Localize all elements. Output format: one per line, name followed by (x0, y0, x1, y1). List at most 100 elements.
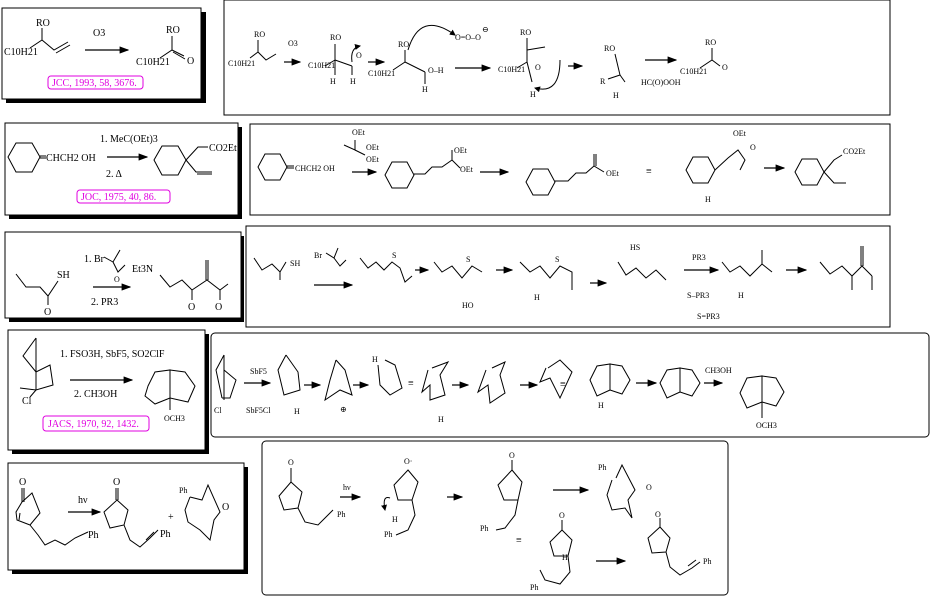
electron-push-arrow (534, 59, 561, 93)
label: O (44, 307, 51, 318)
bond-line (18, 512, 21, 521)
citation-frame (76, 189, 171, 204)
label: S (466, 255, 470, 264)
citation: JCC, 1993, 58, 3676. (52, 78, 137, 89)
label: RO (705, 38, 716, 47)
bond-line (112, 261, 126, 273)
label: Ph (598, 463, 606, 472)
label: O (356, 51, 362, 60)
label: OEt (733, 129, 747, 138)
label: H (422, 85, 428, 94)
label: O (187, 56, 194, 67)
reagent-label: hν (78, 495, 88, 506)
equivalence-symbol: ≡ (516, 535, 522, 546)
label: RO (36, 18, 50, 29)
reagent-label: CH3OH (705, 366, 732, 375)
bond-line (526, 46, 546, 51)
label: H (705, 195, 711, 204)
label: OEt (606, 169, 620, 178)
label: CHCH2 OH (46, 153, 96, 164)
label: SH (290, 259, 300, 268)
label: Ph (480, 524, 488, 533)
label: H (438, 415, 444, 424)
electron-push-arrow (381, 497, 391, 511)
label: H (562, 553, 568, 562)
label: H (372, 355, 378, 364)
label: H (530, 90, 536, 99)
label: C10H21 (498, 65, 525, 74)
bond-line (721, 261, 773, 277)
label: OEt (366, 155, 380, 164)
reagent-label: 2. CH3OH (74, 389, 117, 400)
label: H (350, 77, 356, 86)
label: C10H21 (228, 59, 255, 68)
label: Ph (160, 529, 171, 540)
label: O (19, 477, 26, 488)
bond-line (647, 526, 671, 554)
box-frame (4, 122, 239, 216)
label: HO (462, 301, 474, 310)
bond-line (451, 159, 461, 169)
ozonolysis-summary-box: RO C10H21 O3 RO C10H21 O JCC, 1993, 58, … (1, 7, 206, 103)
box-frame (249, 123, 891, 216)
label: O=O–O (455, 33, 481, 42)
label: Ph (179, 486, 187, 495)
bond-line (7, 142, 41, 173)
label: C10H21 (308, 61, 335, 70)
bond-line (29, 524, 89, 546)
bond-line (393, 469, 419, 501)
label: O (288, 458, 294, 467)
bond-line (334, 59, 353, 67)
bond-line (257, 40, 277, 61)
label: S=PR3 (697, 312, 720, 321)
box-frame (7, 329, 206, 451)
label: OEt (460, 165, 474, 174)
bond-line (421, 361, 450, 401)
label: O (114, 275, 120, 284)
label: O (750, 143, 756, 152)
bond-line (172, 51, 186, 60)
bond-line (185, 146, 208, 161)
label: C10H21 (368, 69, 395, 78)
label: C10H21 (136, 57, 170, 68)
bond-line (249, 51, 259, 59)
label: Ph (384, 530, 392, 539)
label: OEt (366, 143, 380, 152)
bond-line (555, 165, 605, 182)
bond-line (495, 499, 519, 531)
reagent-label: 2. PR3 (91, 297, 118, 308)
bond-line (609, 363, 631, 395)
bond-line (525, 168, 556, 196)
bond-line (539, 359, 573, 400)
label: O (559, 511, 565, 520)
bond-line (414, 150, 453, 175)
box-frame (1, 7, 202, 100)
label: RO (398, 40, 409, 49)
bond-line (257, 153, 288, 181)
charge-symbol: ⊕ (340, 405, 347, 414)
thio-mechanism-box: SH Br S S HO S H HS PR3 S–PR3 S=PR3 H (245, 225, 891, 328)
label: O (535, 63, 541, 72)
box-frame (245, 225, 891, 328)
bond-line (185, 159, 212, 173)
bond-line (103, 499, 129, 529)
bond-line (539, 555, 571, 585)
byproduct-label: HC(O)OOH (641, 78, 681, 87)
label: CO2Et (209, 143, 237, 154)
plus-symbol: + (168, 512, 174, 523)
photo-summary-box: O Ph hν O Ph + Ph O (7, 462, 248, 574)
label: SH (57, 270, 70, 281)
carbocation-summary-box: Cl 1. FSO3H, SbF5, SO2ClF 2. CH3OH OCH3 … (7, 329, 209, 454)
label: H (330, 77, 336, 86)
bond-line (665, 551, 701, 576)
byproduct-label: SbF5Cl (246, 406, 271, 415)
bond-line (253, 257, 287, 273)
bond-line (687, 559, 697, 567)
bond-line (297, 507, 334, 526)
label: H (613, 91, 619, 100)
bond-line (476, 361, 506, 404)
ozonolysis-mechanism-box: RO C10H21 O3 RO C10H21 O H H RO C10H21 O… (223, 0, 891, 116)
label: RO (604, 44, 615, 53)
reagent-label: Et3N (132, 264, 153, 275)
label: RO (254, 30, 265, 39)
